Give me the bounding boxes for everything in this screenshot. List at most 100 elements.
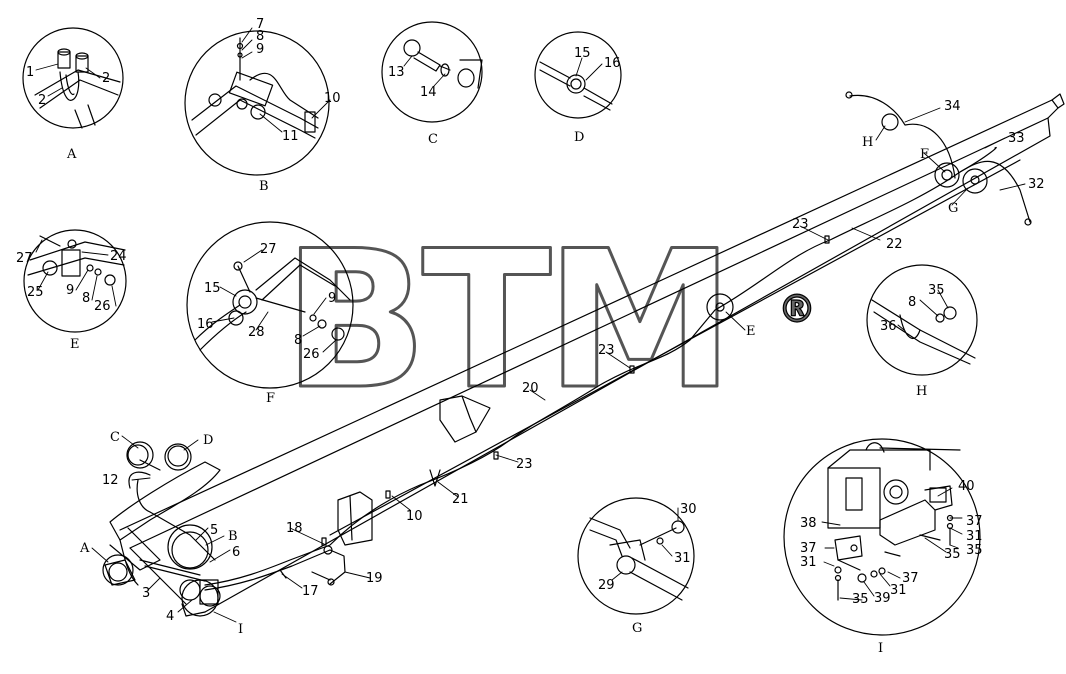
registered-mark: ®	[778, 287, 816, 331]
detail-letter-e: E	[70, 337, 80, 352]
detail-b-circle	[185, 31, 329, 175]
part-label: 20	[522, 381, 539, 396]
part-label: 37	[800, 541, 817, 556]
main-ref-a: A	[79, 541, 90, 556]
main-ref-i: I	[238, 622, 243, 637]
detail-i-circle	[784, 439, 980, 635]
detail-c-circle	[382, 22, 482, 122]
btm-watermark: BTM ®	[282, 209, 817, 433]
detail-letter-i: I	[878, 641, 883, 656]
part-label: 40	[958, 479, 975, 494]
part-label: 34	[944, 99, 961, 114]
part-label: 30	[680, 502, 697, 517]
main-callout-c	[127, 442, 153, 468]
detail-c-art	[404, 40, 482, 88]
detail-letter-d: D	[574, 130, 584, 145]
part-label: 39	[874, 591, 891, 606]
watermark-text: BTM	[283, 210, 729, 431]
main-callout-e	[707, 294, 733, 320]
part-label: 37	[902, 571, 919, 586]
part-label: 9	[66, 283, 74, 298]
part-label: 13	[388, 65, 405, 80]
detail-letter-h: H	[916, 384, 927, 399]
detail-f-circle	[187, 222, 353, 388]
part-label: 36	[880, 319, 897, 334]
part-label: 4	[166, 609, 174, 624]
part-label: 17	[302, 584, 319, 599]
part-label: 31	[966, 529, 983, 544]
part-label: 26	[94, 299, 111, 314]
part-label: 7	[256, 17, 264, 32]
part-label: 35	[928, 283, 945, 298]
main-callout-h	[882, 114, 898, 130]
part-label: 28	[248, 325, 265, 340]
part-label: 16	[197, 317, 214, 332]
detail-i-art	[828, 443, 960, 600]
part-label: 8	[294, 333, 302, 348]
main-callout-f	[935, 163, 959, 187]
part-label: 22	[886, 237, 903, 252]
part-label: 14	[420, 85, 437, 100]
detail-h-circle	[867, 265, 977, 375]
detail-letters: A B C D E F G H I A B C D E F G H I	[66, 130, 958, 656]
part-label: 1	[26, 65, 34, 80]
part-label: 35	[852, 592, 869, 607]
part-label: 12	[102, 473, 119, 488]
part-label: 16	[604, 56, 621, 71]
detail-g-art	[590, 518, 688, 600]
part-label: 9	[328, 291, 336, 306]
main-ref-e: E	[746, 324, 756, 339]
part-label: 21	[452, 492, 469, 507]
part-label: 31	[674, 551, 691, 566]
detail-a-art	[35, 49, 120, 128]
part-label: 27	[16, 251, 33, 266]
part-label: 15	[204, 281, 221, 296]
part-label: 8	[82, 291, 90, 306]
main-callout-d	[165, 444, 191, 470]
detail-e-circle	[24, 230, 126, 332]
main-callout-i	[182, 580, 218, 616]
detail-d-art	[540, 62, 612, 110]
part-label: 2	[102, 71, 110, 86]
detail-b-art	[192, 38, 318, 138]
detail-letter-b: B	[259, 179, 269, 194]
part-label: 5	[210, 523, 218, 538]
part-label: 10	[406, 509, 423, 524]
part-label: 27	[260, 242, 277, 257]
part-label: 3	[142, 586, 150, 601]
part-label: 18	[286, 521, 303, 536]
part-label: 23	[792, 217, 809, 232]
part-label: 32	[1028, 177, 1045, 192]
part-label: 37	[966, 514, 983, 529]
part-label: 2	[38, 93, 46, 108]
part-label: 29	[598, 578, 615, 593]
main-ref-d: D	[203, 433, 213, 448]
main-ref-h: H	[862, 135, 873, 150]
part-label: 23	[516, 457, 533, 472]
part-label: 11	[282, 129, 299, 144]
detail-letter-a: A	[66, 147, 77, 162]
part-label: 31	[890, 583, 907, 598]
part-label: 31	[800, 555, 817, 570]
part-label: 19	[366, 571, 383, 586]
part-label: 35	[944, 547, 961, 562]
detail-e-art	[28, 236, 125, 285]
main-ref-g: G	[948, 201, 958, 216]
main-callout-g	[963, 169, 987, 193]
part-label: 25	[27, 285, 44, 300]
leader-lines	[36, 28, 1025, 622]
part-label: 6	[232, 545, 240, 560]
part-label: 8	[908, 295, 916, 310]
detail-h-art	[872, 300, 975, 364]
detail-g-circle	[578, 498, 694, 614]
part-label: 33	[1008, 131, 1025, 146]
part-label: 9	[256, 42, 264, 57]
main-ref-c: C	[110, 430, 120, 445]
part-label: 26	[303, 347, 320, 362]
detail-d-circle	[535, 32, 621, 118]
detail-a-circle	[23, 28, 123, 128]
detail-letter-f: F	[266, 391, 275, 406]
part-label: 24	[110, 249, 127, 264]
main-callout-a	[103, 555, 133, 585]
